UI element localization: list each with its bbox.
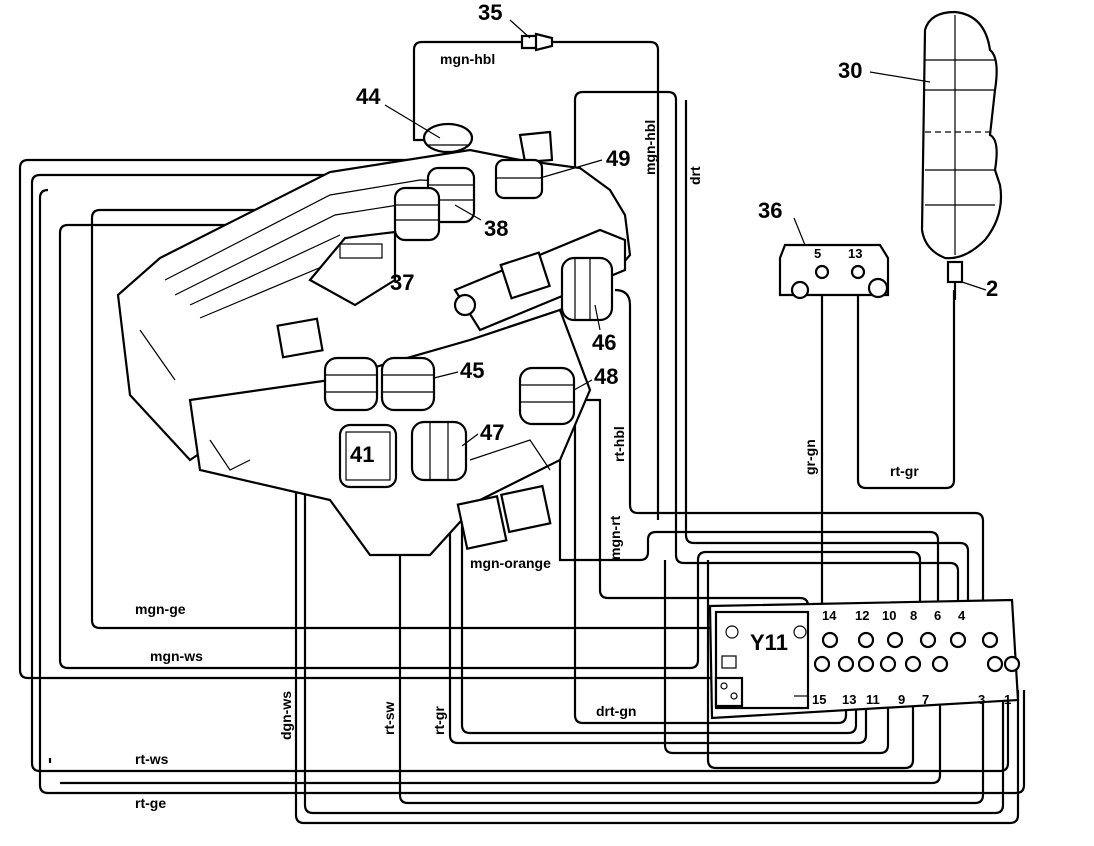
leader-lines (384, 19, 987, 447)
callout-35: 35 (478, 0, 502, 25)
valve-48 (518, 366, 576, 426)
hose-47-b (460, 470, 858, 735)
valve-49 (494, 158, 544, 200)
part-36-distribution-block: 5 13 (778, 243, 890, 300)
hose-mgn-ws (58, 223, 922, 670)
hose-drt (684, 100, 970, 640)
callout-45: 45 (460, 358, 484, 383)
label-rt-sw: rt-sw (381, 701, 397, 735)
y11-port-11: 11 (866, 692, 880, 707)
y11-port-9: 9 (898, 692, 905, 707)
callout-46: 46 (592, 330, 616, 355)
hose-mgn-hbl-vert (540, 90, 960, 640)
y11-port-7: 7 (922, 692, 929, 707)
hose-rt-ge (38, 188, 1026, 795)
y11-nipples-bottom (813, 655, 1021, 673)
hose-drt-gn (573, 405, 848, 725)
callout-36: 36 (758, 198, 782, 223)
label-rt-ge: rt-ge (135, 795, 166, 811)
label-rt-ws: rt-ws (135, 751, 169, 767)
part-30-vacuum-reservoir (920, 10, 1003, 284)
part-36-port-13: 13 (848, 246, 862, 261)
callout-49: 49 (606, 146, 630, 171)
callout-38: 38 (484, 216, 508, 241)
hose-rt-gr-left (448, 470, 868, 745)
hose-outer-a (30, 173, 1010, 773)
label-rt-hbl: rt-hbl (611, 426, 627, 462)
y11-port-3: 3 (978, 692, 985, 707)
callouts: 35 44 30 49 38 36 37 2 46 45 48 47 41 (350, 0, 998, 467)
y11-port-10: 10 (882, 608, 896, 623)
y11-port-12: 12 (855, 608, 869, 623)
label-drt-gn: drt-gn (596, 703, 636, 719)
hose-36-13 (856, 275, 956, 490)
hvac-unit-body (116, 130, 632, 557)
valve-46 (560, 256, 614, 322)
hose-loop-7 (60, 690, 942, 785)
y11-port-14: 14 (822, 608, 837, 623)
hose-loop-9 (706, 560, 915, 770)
label-rt-gr-left: rt-gr (431, 706, 447, 735)
callout-41: 41 (350, 442, 374, 467)
y11-port-15: 15 (812, 692, 826, 707)
y11-label: Y11 (750, 630, 788, 655)
label-mgn-hbl-top: mgn-hbl (440, 51, 495, 67)
label-drt: drt (687, 166, 703, 185)
label-dgn-ws: dgn-ws (278, 691, 294, 740)
callout-48: 48 (594, 364, 618, 389)
y11-port-1: 1 (1004, 692, 1011, 707)
hose-labels: mgn-hbl mgn-hbl drt rt-hbl gr-gn rt-gr m… (135, 51, 919, 811)
callout-47: 47 (480, 420, 504, 445)
y11-switchover-valve: Y11 14 12 10 8 6 4 15 13 (708, 598, 1021, 720)
callout-30: 30 (838, 58, 862, 83)
hose-mgn-hbl-top (412, 40, 660, 520)
hose-outer-b (18, 158, 950, 680)
valves (323, 122, 614, 489)
part-35-connector (520, 32, 554, 52)
hose-mgn-orange (558, 395, 940, 640)
y11-nipples-top (821, 631, 999, 649)
valve-47 (410, 420, 468, 482)
part-36-port-5: 5 (814, 246, 821, 261)
callout-44: 44 (356, 84, 381, 109)
callout-37: 37 (390, 270, 414, 295)
label-gr-gn: gr-gn (802, 439, 818, 475)
callout-2: 2 (986, 276, 998, 301)
label-mgn-orange: mgn-orange (470, 555, 551, 571)
y11-port-6: 6 (934, 608, 941, 623)
hose-mgn-rt (580, 398, 810, 640)
valve-44 (422, 122, 474, 154)
valve-38 (393, 166, 476, 242)
label-mgn-ws: mgn-ws (150, 648, 203, 664)
label-mgn-ge: mgn-ge (135, 601, 186, 617)
part-41-actuator (338, 423, 398, 489)
label-mgn-rt: mgn-rt (607, 515, 623, 560)
hoses (18, 40, 1026, 825)
hose-rt-hbl (614, 288, 985, 630)
y11-port-13: 13 (842, 692, 856, 707)
hose-loop-11 (663, 560, 890, 755)
y11-port-4: 4 (958, 608, 966, 623)
label-mgn-hbl-vert: mgn-hbl (642, 120, 658, 175)
valve-45 (323, 356, 436, 412)
y11-port-8: 8 (910, 608, 917, 623)
label-rt-gr-right: rt-gr (890, 463, 919, 479)
